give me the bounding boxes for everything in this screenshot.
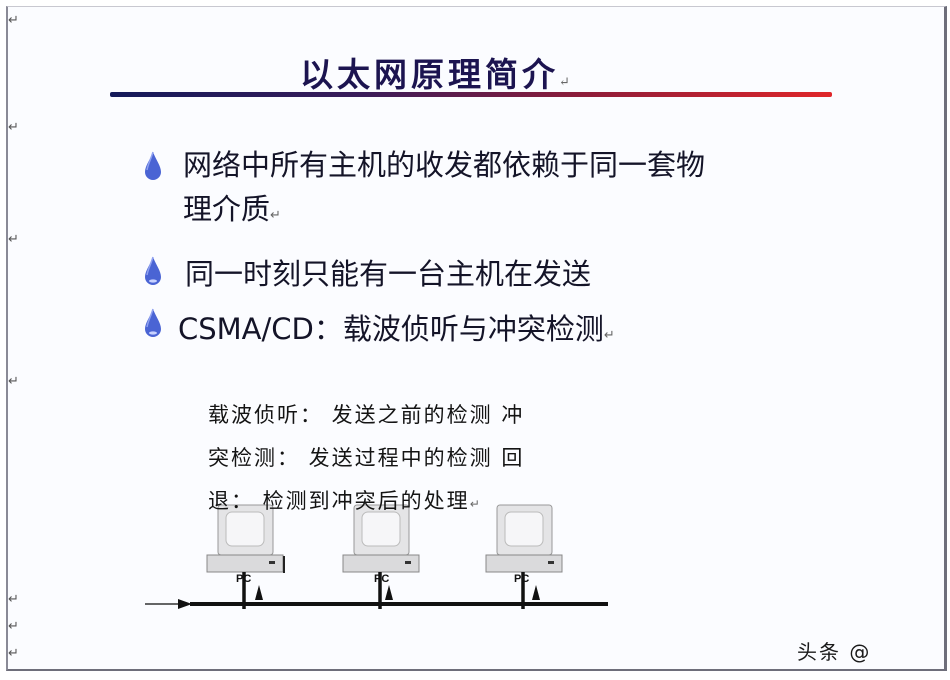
csma-definition-line: 退： 检测到冲突后的处理↵ [208, 489, 480, 513]
paragraph-mark: ↵ [8, 13, 19, 28]
paragraph-mark: ↵ [270, 208, 281, 223]
water-drop-icon [145, 256, 161, 285]
bullet-text: 同一时刻只能有一台主机在发送 [185, 257, 592, 291]
slide-title-text: 以太网原理简介 [300, 55, 559, 94]
slide-title: 以太网原理简介↵ [300, 48, 660, 96]
water-drop-icon [145, 308, 161, 337]
bullet-item: 网络中所有主机的收发都依赖于同一套物 理介质↵ [183, 143, 705, 238]
paragraph-mark: ↵ [8, 374, 19, 389]
bullet-text-line: 网络中所有主机的收发都依赖于同一套物 [183, 148, 706, 182]
paragraph-mark: ↵ [8, 646, 19, 661]
paragraph-mark: ↵ [8, 120, 19, 135]
csma-definition-line: 载波侦听： 发送之前的检测 冲 [208, 403, 525, 427]
svg-text:PC: PC [514, 573, 529, 585]
paragraph-mark: ↵ [8, 232, 19, 247]
pc-computer-icon: PC [485, 504, 563, 609]
paragraph-mark: ↵ [8, 619, 19, 634]
bullet-item: 同一时刻只能有一台主机在发送 [185, 252, 591, 296]
paragraph-mark: ↵ [603, 328, 615, 343]
bullet-text: CSMA/CD：载波侦听与冲突检测 [178, 312, 604, 346]
pc-computer-icon: PC [206, 504, 285, 609]
csma-definition-line: 突检测： 发送过程中的检测 回 [208, 446, 525, 470]
title-divider [110, 92, 832, 97]
svg-text:PC: PC [374, 573, 389, 585]
paragraph-mark: ↵ [559, 75, 570, 90]
bullet-text-line: 理介质↵ [183, 192, 281, 226]
watermark: 头条 @ [797, 640, 872, 664]
bullet-item: CSMA/CD：载波侦听与冲突检测↵ [178, 307, 615, 358]
pc-computer-icon: PC [342, 504, 420, 609]
paragraph-mark: ↵ [469, 497, 480, 511]
document-page [6, 6, 947, 671]
water-drop-icon [145, 151, 161, 180]
paragraph-mark: ↵ [8, 592, 19, 607]
svg-text:PC: PC [236, 573, 251, 585]
